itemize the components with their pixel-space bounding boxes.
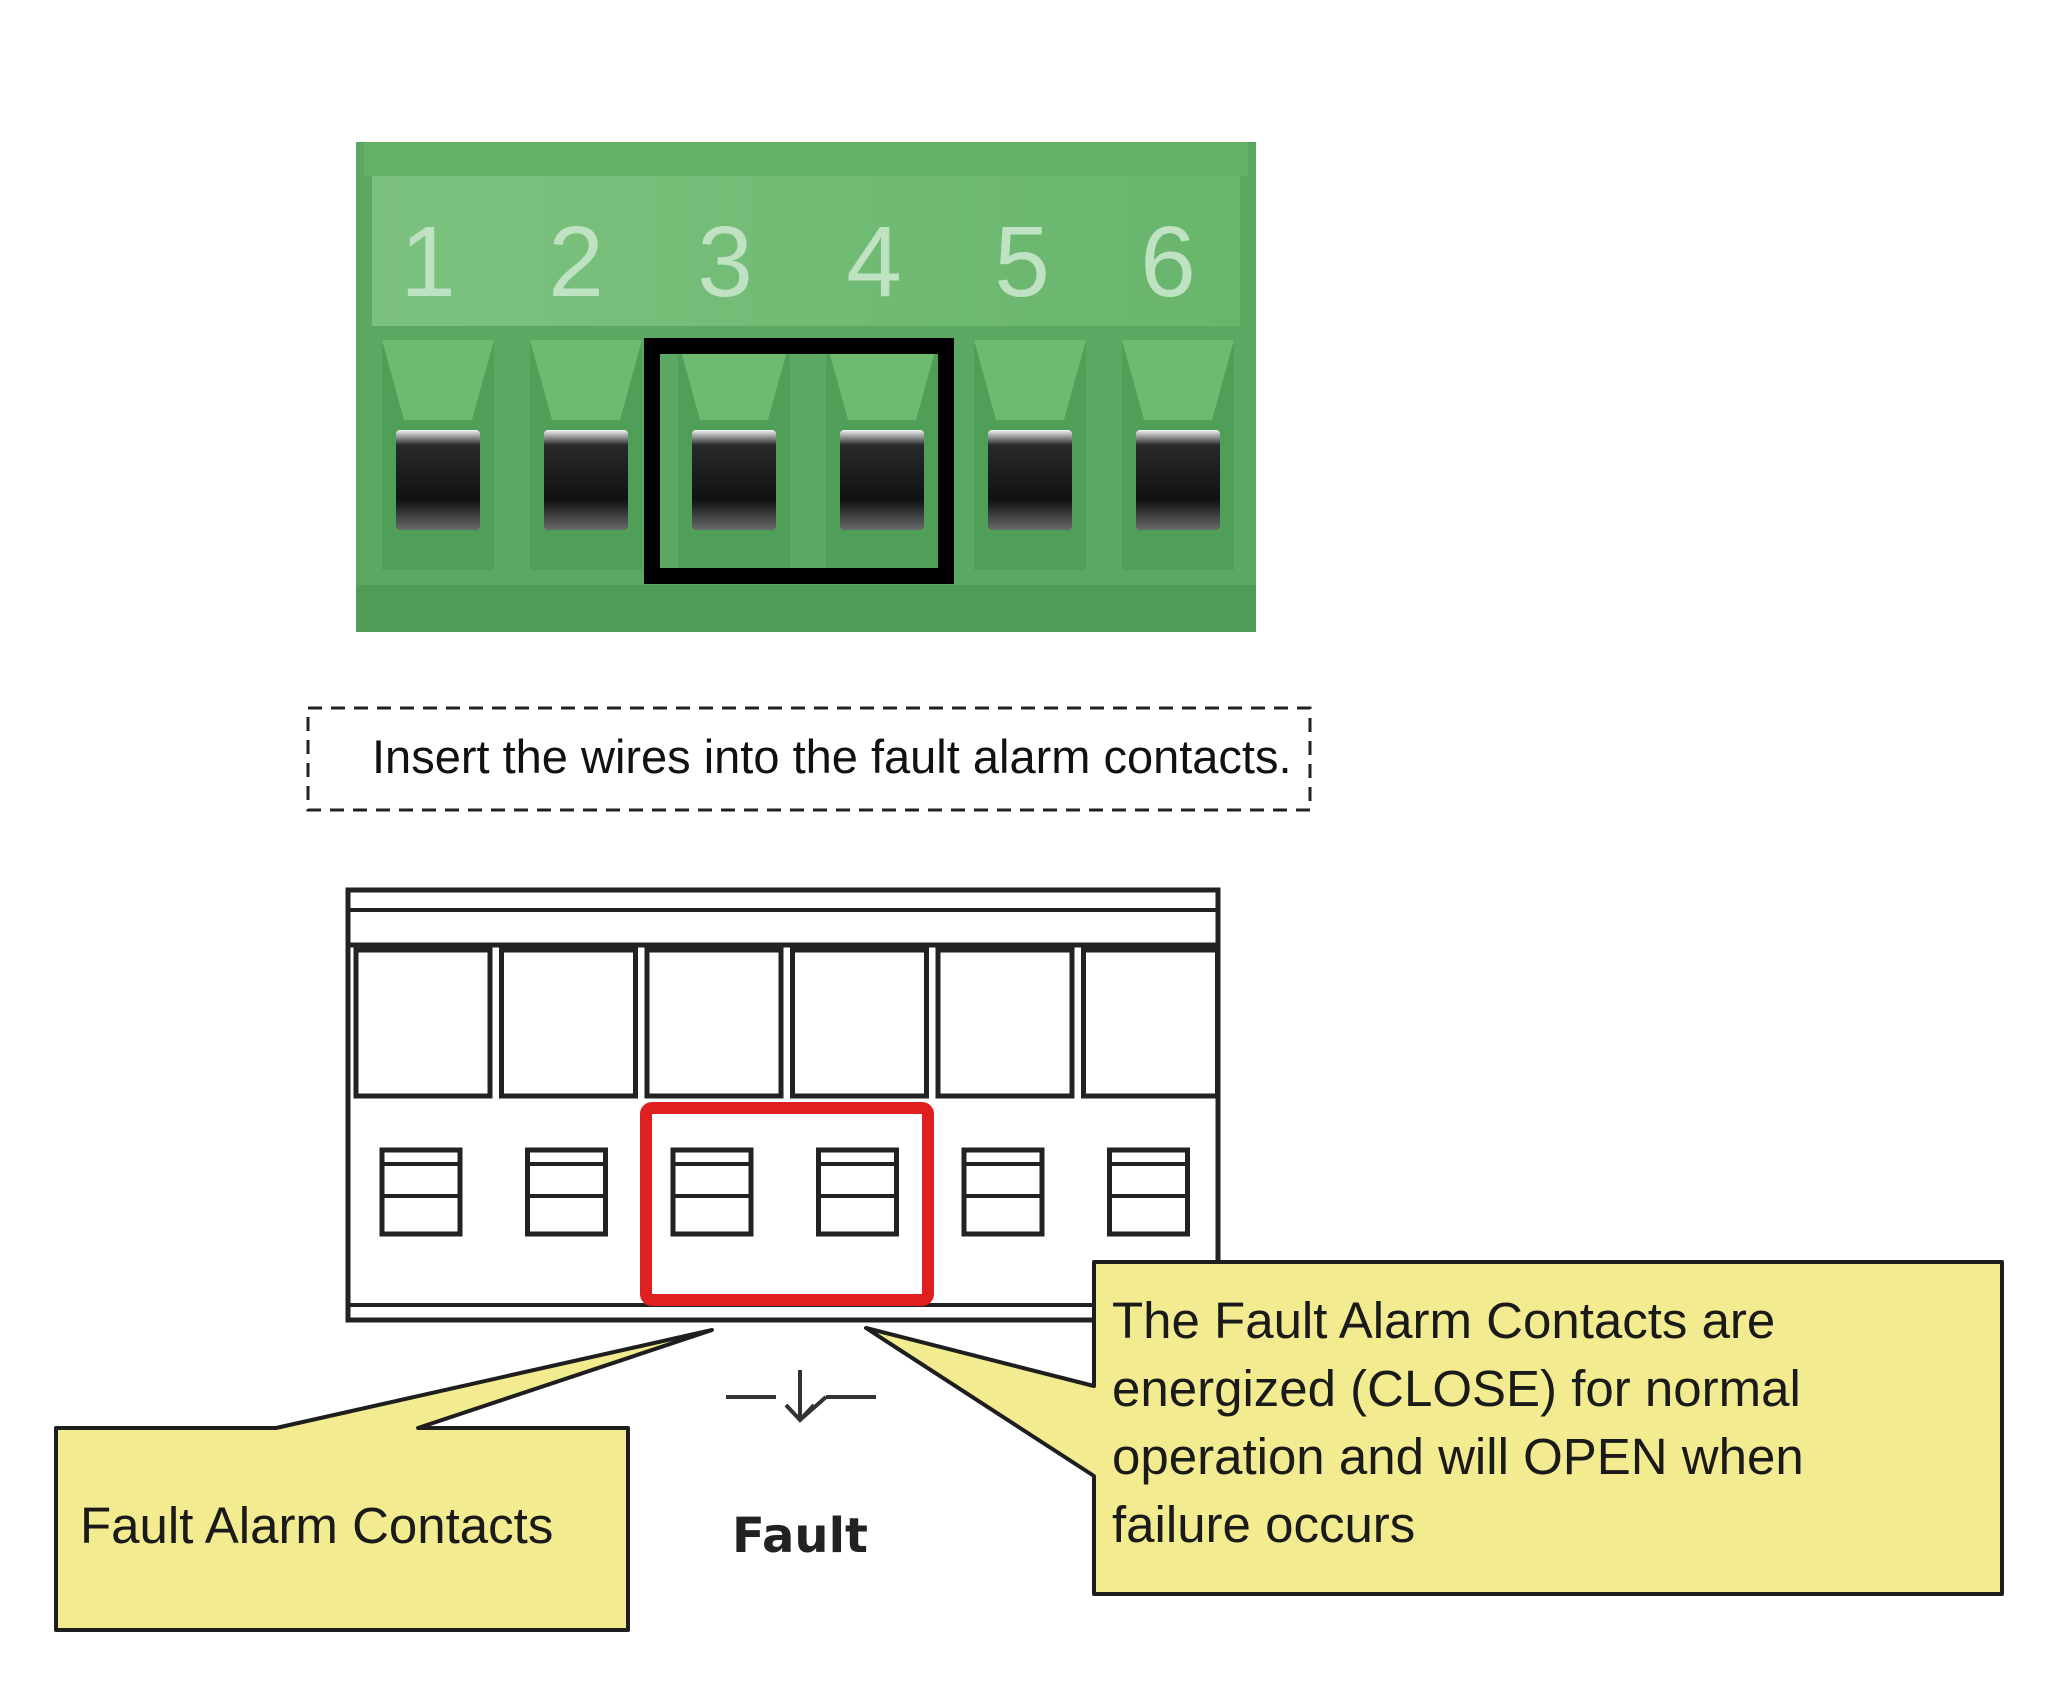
terminal-cell-bevel-6: [1122, 340, 1234, 420]
terminal-number-4: 4: [846, 206, 902, 318]
terminal-screw-slot-6: [1136, 430, 1220, 530]
schematic-cell-4: [790, 947, 929, 1099]
schematic-cell-3: [644, 947, 784, 1099]
terminal-block-schematic: [345, 887, 1221, 1323]
terminal-cell-bevel-1: [382, 340, 494, 420]
schematic-cell-5: [935, 947, 1075, 1099]
callout-right-line-1: The Fault Alarm Contacts are: [1112, 1292, 1775, 1349]
schematic-cell-2: [499, 947, 638, 1099]
callout-left: Fault Alarm Contacts: [54, 1328, 714, 1632]
callout-right: The Fault Alarm Contacts are energized (…: [864, 1260, 2004, 1596]
terminal-cell-bevel-2: [530, 340, 642, 420]
callout-right-line-3: operation and will OPEN when: [1112, 1428, 1804, 1485]
schematic-highlight-box: [640, 1102, 934, 1306]
terminal-cell-bevel-4: [826, 340, 938, 420]
terminal-screw-slot-1: [396, 430, 480, 530]
terminal-cell-bevel-5: [974, 340, 1086, 420]
terminal-block-top-strip: [364, 142, 1248, 176]
callout-right-line-4: failure occurs: [1112, 1496, 1415, 1553]
terminal-number-5: 5: [994, 206, 1050, 318]
instruction-text: Insert the wires into the fault alarm co…: [372, 730, 1292, 783]
terminal-block-photo: 1 2 3 4 5 6: [356, 142, 1256, 632]
callout-right-box: [864, 1260, 2004, 1596]
fault-contact-symbol: [726, 1370, 876, 1423]
terminal-number-1: 1: [400, 206, 456, 318]
terminal-screw-slot-5: [988, 430, 1072, 530]
terminal-cell-bevel-3: [678, 340, 790, 420]
terminal-screw-slot-3: [692, 430, 776, 530]
schematic-cells: [353, 947, 1220, 1237]
schematic-cell-6: [1081, 947, 1220, 1099]
terminal-number-2: 2: [548, 206, 604, 318]
schematic-cell-1: [353, 947, 493, 1099]
callout-left-text: Fault Alarm Contacts: [80, 1497, 553, 1554]
callout-left-box: [54, 1328, 714, 1632]
terminal-number-3: 3: [697, 206, 753, 318]
photo-highlight-box: [644, 338, 954, 584]
terminal-cells: [382, 340, 1234, 570]
terminal-block-base: [356, 585, 1256, 632]
terminal-number-6: 6: [1140, 206, 1196, 318]
callout-right-line-2: energized (CLOSE) for normal: [1112, 1360, 1801, 1417]
terminal-screw-slot-2: [544, 430, 628, 530]
terminal-screw-slot-4: [840, 430, 924, 530]
fault-label: Fault: [732, 1508, 868, 1564]
terminal-number-strip: [372, 176, 1240, 326]
